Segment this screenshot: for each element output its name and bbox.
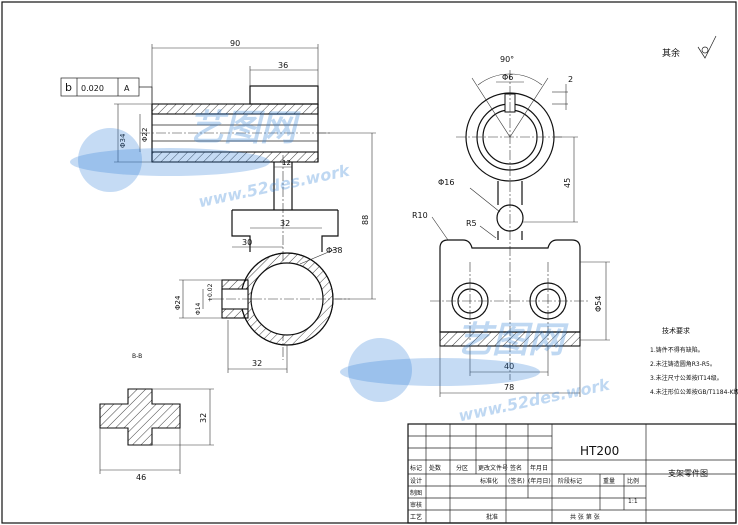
tol-datum: A (124, 84, 130, 93)
tb-mark: 标记 (410, 464, 422, 472)
dim-32-bottom: 32 (252, 359, 262, 368)
dim-phi38: Φ38 (326, 246, 342, 255)
tb-process: 工艺 (410, 513, 422, 521)
dim-phi24: Φ24 (174, 295, 182, 310)
tb-sheets: 共 张 第 张 (570, 513, 600, 521)
tb-draw: 制图 (410, 489, 422, 497)
dim-phi14: Φ14 (195, 302, 202, 315)
dim-sec-46: 46 (136, 473, 146, 482)
tb-stage: 阶段标记 (558, 477, 582, 485)
tech-note-1: 1.铸件不得有缺陷。 (650, 346, 704, 354)
watermark-brand-top: 艺图网 (188, 108, 301, 149)
dim-45: 45 (563, 178, 572, 188)
dim-90: 90 (230, 39, 240, 48)
dim-phi22: Φ22 (141, 128, 149, 142)
front-view: 90° Φ6 2 (430, 55, 590, 380)
material: HT200 (580, 444, 619, 458)
tb-design: 设计 (410, 477, 422, 485)
part-name: 支架零件图 (668, 468, 708, 478)
dim-90deg: 90° (500, 55, 514, 64)
section-view: B-B 32 46 (99, 353, 214, 482)
title-block: HT200 支架零件图 标记 处数 分区 更改文件号 签名 年月日 设计 标准化… (407, 423, 737, 524)
section-label: B-B (132, 353, 142, 360)
tech-note-3: 3.未注尺寸公差按IT14级。 (650, 374, 723, 382)
side-view (140, 85, 350, 360)
dim-r10: R10 (412, 211, 428, 220)
front-view-dimensions: 45 Φ16 R10 R5 Φ54 40 78 (412, 136, 610, 397)
tol-symbol: b (65, 81, 72, 94)
dim-88: 88 (361, 215, 370, 225)
dim-phi34: Φ34 (119, 133, 127, 148)
tb-scale-value: 1:1 (628, 498, 638, 505)
watermark-brand-bottom: 艺图网 (456, 320, 569, 361)
dim-32-top: 32 (280, 219, 290, 228)
tech-note-2: 2.未注铸造圆角R3-R5。 (650, 360, 716, 368)
dim-phi6: Φ6 (502, 73, 513, 82)
dim-phi16: Φ16 (438, 178, 454, 187)
tb-zone: 分区 (456, 464, 468, 472)
dim-r5: R5 (466, 219, 477, 228)
tb-std: 标准化 (480, 477, 498, 485)
side-view-dimensions: 90 36 12 30 32 Φ38 88 Φ24 Φ14 +0.02 32 Φ… (114, 39, 376, 373)
dim-2: 2 (568, 75, 573, 84)
dim-phi54: Φ54 (594, 296, 603, 312)
technical-notes: 技术要求 1.铸件不得有缺陷。 2.未注铸造圆角R3-R5。 3.未注尺寸公差按… (650, 326, 738, 396)
tolerance-frame: b 0.020 A (60, 77, 153, 104)
tb-change: 更改文件号 (478, 464, 508, 472)
tb-sign: 签名 (510, 464, 522, 472)
tb-scale: 比例 (627, 477, 639, 485)
dim-sec-32: 32 (199, 413, 208, 423)
tb-approve: 批准 (486, 513, 498, 521)
tb-signature: (签名) (508, 477, 525, 485)
roughness-symbol (697, 35, 717, 59)
tb-check: 审核 (410, 501, 422, 509)
dim-30: 30 (242, 238, 252, 247)
tech-note-4: 4.未注形位公差按GB/T1184-K级。 (650, 388, 738, 396)
tb-date: 年月日 (530, 464, 548, 472)
tb-count: 处数 (429, 464, 441, 472)
tb-yearmonth: (年月日) (528, 477, 551, 485)
corner-note: 其余 (662, 47, 680, 59)
dim-phi14-tol: +0.02 (207, 283, 214, 302)
tol-value: 0.020 (81, 84, 104, 93)
tech-notes-title: 技术要求 (662, 326, 690, 335)
tb-weight: 重量 (603, 477, 615, 485)
dim-78: 78 (504, 383, 514, 392)
dim-36: 36 (278, 61, 288, 70)
dim-40: 40 (504, 362, 514, 371)
dim-12: 12 (282, 159, 291, 167)
